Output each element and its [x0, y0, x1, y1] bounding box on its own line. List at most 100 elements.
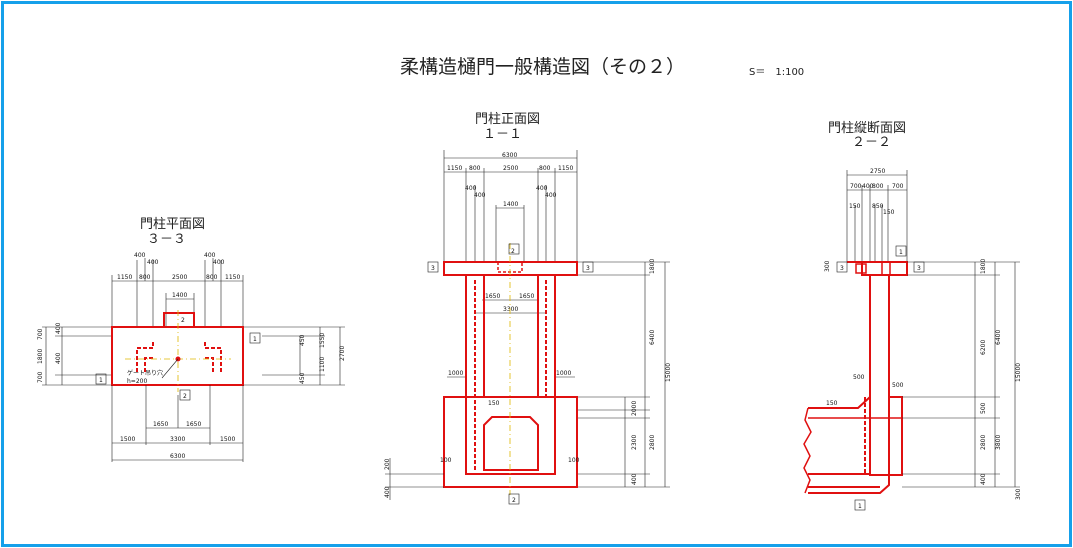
- svg-text:15000: 15000: [1015, 363, 1022, 382]
- plan-view: 1150 800 2500 800 1150 400 400 1400 400 …: [37, 252, 346, 462]
- svg-text:2000: 2000: [631, 401, 638, 416]
- svg-text:3: 3: [917, 265, 921, 272]
- svg-text:150: 150: [826, 400, 838, 407]
- svg-text:2: 2: [511, 248, 515, 255]
- svg-text:1150: 1150: [447, 165, 462, 172]
- svg-text:700: 700: [37, 371, 44, 383]
- svg-text:6200: 6200: [980, 340, 987, 355]
- svg-text:800: 800: [139, 274, 151, 281]
- svg-text:400: 400: [213, 259, 225, 266]
- side-section-label: ２－２: [852, 135, 891, 150]
- svg-text:3: 3: [586, 265, 590, 272]
- svg-text:h=200: h=200: [127, 378, 147, 385]
- svg-text:1000: 1000: [448, 370, 463, 377]
- svg-text:3800: 3800: [995, 435, 1002, 450]
- svg-text:6400: 6400: [995, 330, 1002, 345]
- svg-text:1150: 1150: [117, 274, 132, 281]
- svg-text:700: 700: [850, 183, 862, 190]
- svg-text:1500: 1500: [120, 436, 135, 443]
- plan-section-label: ３－３: [147, 232, 186, 247]
- svg-text:400: 400: [55, 322, 62, 334]
- svg-text:500: 500: [892, 382, 904, 389]
- svg-text:3: 3: [840, 265, 844, 272]
- svg-text:400: 400: [545, 192, 557, 199]
- svg-text:3300: 3300: [170, 436, 185, 443]
- svg-text:450: 450: [299, 372, 306, 384]
- svg-text:800: 800: [206, 274, 218, 281]
- svg-text:1150: 1150: [558, 165, 573, 172]
- svg-text:800: 800: [469, 165, 481, 172]
- svg-text:450: 450: [299, 334, 306, 346]
- svg-text:400: 400: [134, 252, 146, 259]
- svg-text:500: 500: [980, 402, 987, 414]
- svg-text:1400: 1400: [172, 292, 187, 299]
- svg-text:300: 300: [824, 260, 831, 272]
- side-view: 2750 700 400 800 700 150 850 150 1800 64…: [803, 168, 1022, 511]
- svg-text:1800: 1800: [980, 259, 987, 274]
- svg-text:400: 400: [631, 473, 638, 485]
- svg-text:3: 3: [431, 265, 435, 272]
- svg-text:400: 400: [147, 259, 159, 266]
- svg-text:1650: 1650: [186, 421, 201, 428]
- svg-text:400: 400: [474, 192, 486, 199]
- svg-text:2: 2: [512, 497, 516, 504]
- svg-text:3300: 3300: [503, 306, 518, 313]
- svg-text:100: 100: [440, 457, 452, 464]
- plan-view-title: 門柱平面図: [140, 217, 205, 232]
- svg-text:400: 400: [204, 252, 216, 259]
- svg-text:500: 500: [853, 374, 865, 381]
- svg-text:2800: 2800: [649, 435, 656, 450]
- svg-text:150: 150: [488, 400, 500, 407]
- svg-text:1: 1: [253, 336, 257, 343]
- gate-hole-note: ゲート吊り穴: [127, 369, 163, 377]
- drawing-title: 柔構造樋門一般構造図（その２）: [400, 56, 685, 78]
- svg-text:6300: 6300: [502, 152, 517, 159]
- svg-text:1000: 1000: [556, 370, 571, 377]
- svg-text:6300: 6300: [170, 453, 185, 460]
- svg-text:1800: 1800: [37, 349, 44, 364]
- scale-label: S＝ 1:100: [749, 67, 804, 78]
- svg-text:1650: 1650: [153, 421, 168, 428]
- svg-text:1100: 1100: [319, 357, 326, 372]
- svg-text:400: 400: [465, 185, 477, 192]
- front-view: 6300 1150 800 2500 800 1150 400 400 1400…: [384, 150, 672, 505]
- svg-text:400: 400: [536, 185, 548, 192]
- svg-text:2: 2: [181, 317, 185, 324]
- svg-text:1: 1: [99, 377, 103, 384]
- svg-text:1400: 1400: [503, 201, 518, 208]
- svg-text:2700: 2700: [339, 346, 346, 361]
- svg-text:2500: 2500: [503, 165, 518, 172]
- svg-text:1: 1: [899, 249, 903, 256]
- svg-text:150: 150: [849, 203, 861, 210]
- svg-text:300: 300: [1015, 488, 1022, 500]
- svg-text:6400: 6400: [649, 330, 656, 345]
- svg-text:150: 150: [883, 209, 895, 216]
- svg-text:1500: 1500: [220, 436, 235, 443]
- svg-text:1650: 1650: [485, 293, 500, 300]
- svg-text:700: 700: [37, 328, 44, 340]
- svg-text:1550: 1550: [319, 333, 326, 348]
- svg-text:2: 2: [183, 393, 187, 400]
- svg-text:100: 100: [568, 457, 580, 464]
- svg-text:15000: 15000: [665, 363, 672, 382]
- front-view-title: 門柱正面図: [475, 112, 540, 127]
- svg-text:200: 200: [384, 458, 391, 470]
- svg-text:400: 400: [862, 183, 874, 190]
- svg-text:700: 700: [892, 183, 904, 190]
- svg-text:850: 850: [872, 203, 884, 210]
- svg-text:1: 1: [858, 503, 862, 510]
- svg-text:800: 800: [539, 165, 551, 172]
- svg-text:400: 400: [980, 473, 987, 485]
- svg-text:2800: 2800: [980, 435, 987, 450]
- svg-text:1650: 1650: [519, 293, 534, 300]
- svg-text:1150: 1150: [225, 274, 240, 281]
- side-view-title: 門柱縦断面図: [828, 121, 906, 136]
- svg-text:2500: 2500: [172, 274, 187, 281]
- svg-text:2750: 2750: [870, 168, 885, 175]
- svg-text:400: 400: [55, 352, 62, 364]
- front-section-label: １－１: [483, 127, 522, 142]
- svg-text:2300: 2300: [631, 435, 638, 450]
- svg-text:400: 400: [384, 486, 391, 498]
- svg-text:1800: 1800: [649, 259, 656, 274]
